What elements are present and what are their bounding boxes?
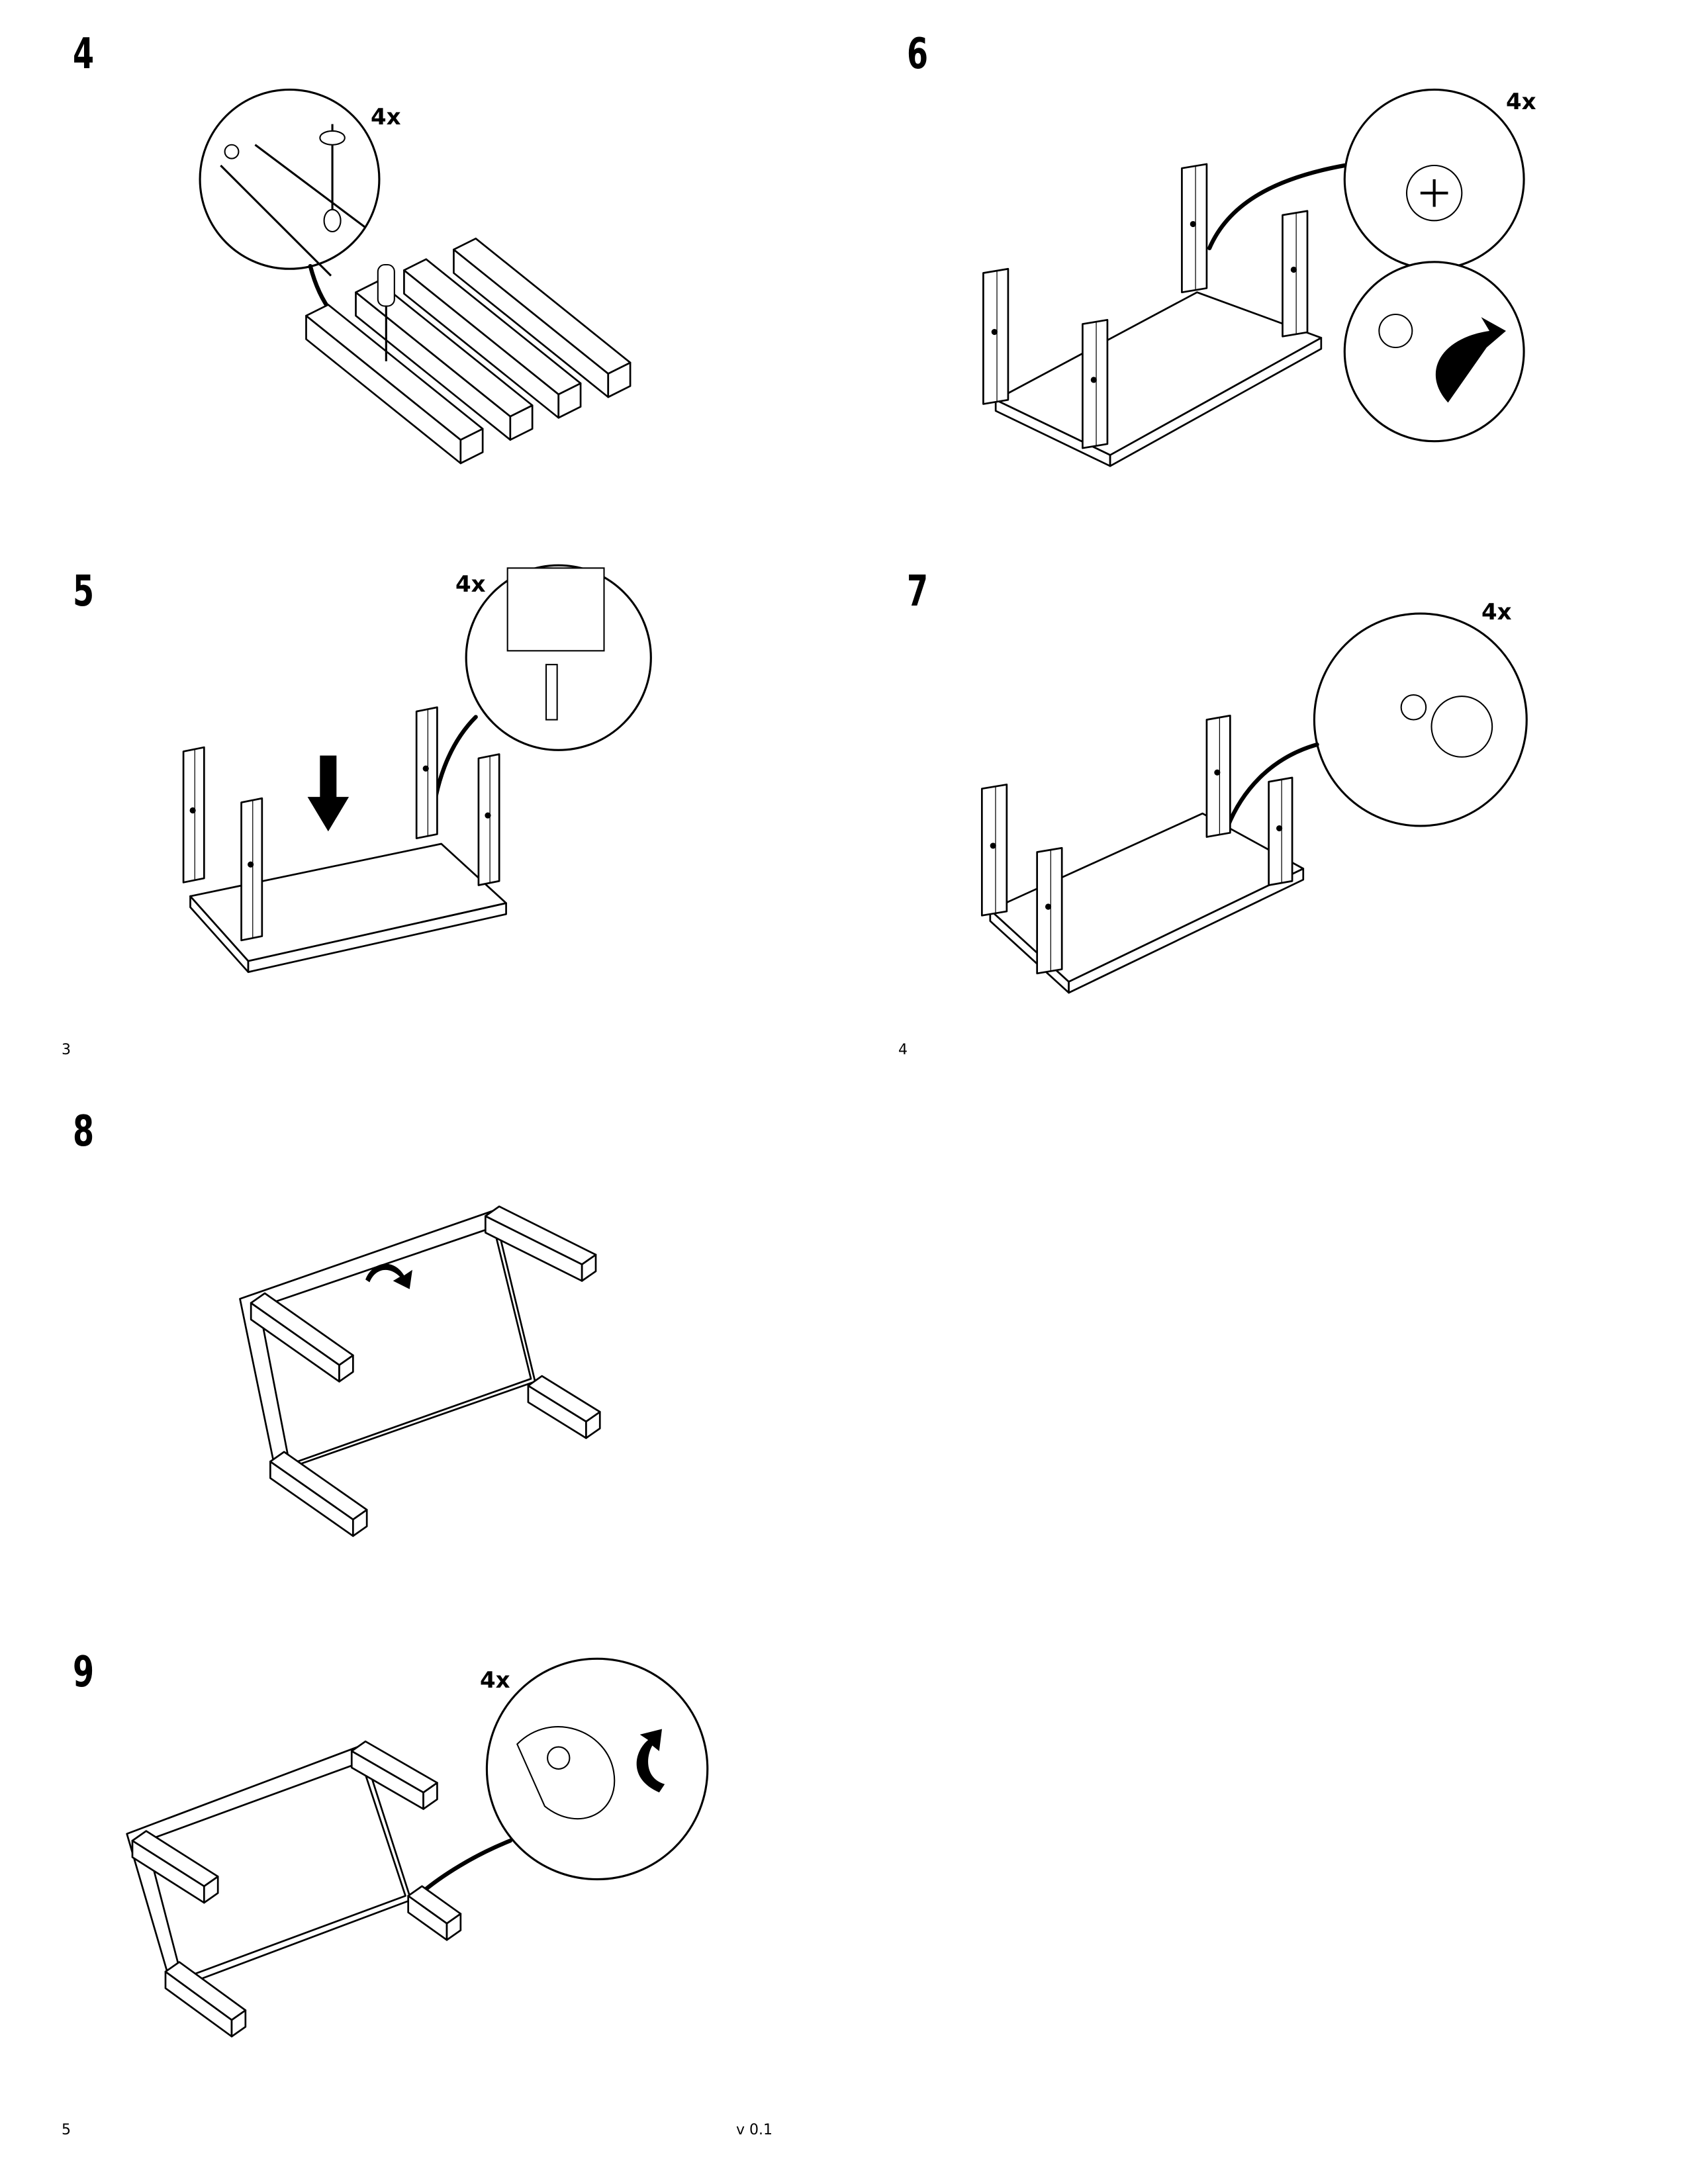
step-7-leg-2-hole [1045,903,1052,910]
step-number-9: 9 [73,1648,95,1697]
step-6-leg-4 [1282,210,1309,338]
step-5-table-top-top [189,842,507,962]
step-5-leg-2-hole [248,861,254,868]
leg-board-4-top [453,238,632,375]
step-8-leg-4-top [269,1451,368,1521]
step-6-detail-circle-rotate [1343,261,1525,443]
step-7-leg-1 [980,784,1008,917]
step-4-detail-edge [220,164,332,277]
step-5-leg-3-hole [422,765,429,772]
step-6-quantity: 4x [1506,89,1536,115]
step-5-leg-1 [182,746,205,884]
step-9-quantity: 4x [480,1667,510,1694]
corner-bracket-icon [516,1726,616,1820]
leg-board-2-top [355,280,534,418]
step-7-leg-1-hole [990,842,996,849]
step-7-leg-4 [1268,776,1293,886]
step-7-leg-4-hole [1276,825,1283,832]
step-6-leg-3-hole [1190,220,1196,228]
step-7-leg-2 [1036,846,1063,975]
cam-lock-icon [1400,694,1427,721]
cam-lock-icon [1378,313,1413,349]
screwdriver-icon [377,263,395,307]
step-6-leg-2-hole [1090,377,1097,383]
step-5-leg-4-hole [485,812,491,819]
step-number-5: 5 [73,567,95,616]
screwdriver-icon [319,130,346,146]
step-9-table-top-inner [145,1761,406,1979]
step-8-leg-3-top [527,1375,601,1423]
step-number-6: 6 [907,30,929,79]
page-number-3: 3 [62,1042,71,1058]
step-6-leg-3 [1181,163,1208,294]
leg-board-1-top [305,304,484,441]
step-6-leg-4-hole [1290,266,1297,273]
step-7-leg-3 [1205,714,1231,838]
step-5-leg-4 [477,753,500,886]
step-9-leg-1-top [131,1830,219,1888]
down-arrow-icon [307,755,350,832]
page-number-5: 5 [62,2122,71,2138]
step-7-connector [1225,742,1319,830]
step-5-leg-2 [240,797,263,942]
step-number-8: 8 [73,1107,95,1156]
step-6-leg-2 [1082,318,1109,449]
step-number-7: 7 [907,567,929,616]
page-number-4: 4 [898,1042,908,1058]
step-9-connector [416,1839,512,1898]
step-5-connector [429,715,478,830]
step-4-detail-hole [224,144,240,159]
version-label: v 0.1 [736,2122,773,2138]
step-7-detail-circle [1313,612,1528,827]
cap-icon [1430,696,1493,758]
step-8-leg-2-top [484,1205,597,1265]
step-4-quantity: 4x [371,104,401,130]
screw-icon [547,1746,571,1770]
step-6-connector [1207,163,1347,251]
dowel-icon [545,664,558,721]
rotate-arrow-icon [365,1263,412,1289]
step-7-quantity: 4x [1481,599,1512,625]
step-9-leg-2-top [350,1740,438,1794]
step-7-leg-3-hole [1214,769,1221,776]
step-8-table-top-inner [258,1226,532,1465]
step-5-leg-3 [415,706,438,840]
step-9-leg-3-top [407,1885,462,1925]
leg-board-3-top [403,258,582,396]
step-6-table-top-top [994,291,1323,456]
step-4-detail-edge [254,144,367,228]
step-6-leg-1 [982,267,1009,405]
rotate-arrow-icon [636,1729,665,1793]
step-4-detail-circle [199,88,381,270]
step-5-leg-1-hole [189,807,196,814]
rotate-arrow-icon [1435,317,1506,403]
step-5-quantity: 4x [455,571,486,598]
step-number-4: 4 [73,30,95,79]
step-5-detail-leg [506,567,605,652]
step-8-leg-1-top [250,1292,354,1366]
step-9-leg-4-top [164,1961,247,2021]
cam-lock-cross [1420,179,1448,207]
step-6-leg-1-hole [991,328,998,336]
cam-plate-icon [323,208,342,233]
